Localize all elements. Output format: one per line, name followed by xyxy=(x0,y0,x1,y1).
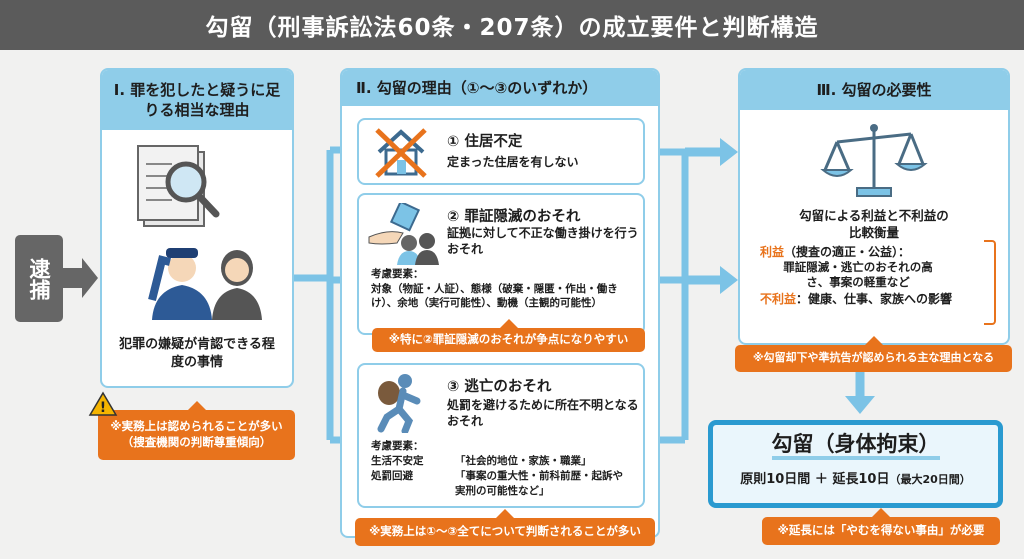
factors-text: 対象（物証・人証）、態様（破棄・隠匿・作出・働きけ）、余地（実行可能性）、動機（… xyxy=(371,282,618,310)
factor-value: 「事案の重大性・前科前歴・起訴や実刑の可能性など」 xyxy=(455,470,623,497)
column-header: Ⅲ. 勾留の必要性 xyxy=(740,70,1008,110)
result-title: 勾留（身体拘束） xyxy=(771,432,940,461)
reason-description: 証拠に対して不正な働き掛けを行うおそれ xyxy=(447,226,639,257)
factor-label: 生活不安定 xyxy=(371,455,424,467)
reason-title: ① 住居不定 xyxy=(447,134,523,150)
factors-label: 考慮要素： xyxy=(371,268,424,280)
arrest-arrow xyxy=(63,258,98,298)
result-period: 原則10日間 ＋ 延長10日 xyxy=(740,472,890,488)
column-necessity: Ⅲ. 勾留の必要性 勾留による利益と不利益の比較衡量 利益（捜査の適正・公益）：… xyxy=(738,68,1010,345)
detention-result: 勾留（身体拘束） 原則10日間 ＋ 延長10日（最大20日間） xyxy=(708,420,1003,508)
benefit-text: 罪証隠滅・逃亡のおそれの高さ、事案の軽重など xyxy=(783,259,933,290)
factor-value: 「社会的地位・家族・職業」 xyxy=(455,455,592,467)
page-title: 勾留（刑事訴訟法60条・207条）の成立要件と判断構造 xyxy=(0,0,1024,50)
reason2-note: ※特に②罪証隠滅のおそれが争点になりやすい xyxy=(372,319,645,352)
scales-icon xyxy=(820,124,928,197)
note-text: ※実務上は認められることが多い xyxy=(110,419,283,434)
bracket xyxy=(984,240,996,325)
note-text: （捜査機関の判断尊重傾向） xyxy=(121,435,272,449)
reason-title: ② 罪証隠滅のおそれ xyxy=(447,209,581,225)
benefit-sub: （捜査の適正・公益）： xyxy=(784,244,911,259)
house-crossed-icon xyxy=(375,128,427,178)
reason-description: 処罰を避けるために所在不明となるおそれ xyxy=(447,398,639,429)
probable-cause-description: 犯罪の嫌疑が肯認できる程度の事情 xyxy=(119,337,275,370)
svg-text:!: ! xyxy=(100,400,106,416)
document-search-icon xyxy=(137,145,262,320)
result-max: （最大20日間） xyxy=(889,473,971,487)
column-probable-cause: Ⅰ. 罪を犯したと疑うに足りる相当な理由 犯罪の嫌疑が肯認できる程度の事情 xyxy=(100,68,294,388)
col1-note: ※実務上は認められることが多い （捜査機関の判断尊重傾向） xyxy=(98,401,295,460)
column-header: Ⅰ. 罪を犯したと疑うに足りる相当な理由 xyxy=(102,70,292,130)
reason-no-residence: ① 住居不定 定まった住居を有しない xyxy=(357,118,645,185)
warning-icon: ! xyxy=(88,391,118,416)
detriment-text: ：健康、仕事、家族への影響 xyxy=(796,291,953,306)
woman-icon xyxy=(212,250,262,320)
evidence-tampering-icon xyxy=(368,203,439,265)
result-note: ※延長には「やむを得ない事由」が必要 xyxy=(762,508,1000,545)
reason-flight-risk: ③ 逃亡のおそれ 処罰を避けるために所在不明となるおそれ 考慮要素： 生活不安定… xyxy=(357,363,645,508)
arrest-box: 逮捕 xyxy=(15,235,63,322)
reason-description: 定まった住居を有しない xyxy=(447,155,579,169)
reason-evidence-destruction: ② 罪証隠滅のおそれ 証拠に対して不正な働き掛けを行うおそれ 考慮要素： 対象（… xyxy=(357,193,645,335)
benefit-label: 利益 xyxy=(760,244,785,259)
running-person-icon xyxy=(377,374,421,433)
police-officer-icon xyxy=(148,248,212,320)
reason-title: ③ 逃亡のおそれ xyxy=(447,379,552,395)
column-header: Ⅱ. 勾留の理由（①〜③のいずれか） xyxy=(342,70,658,106)
balancing-lead: 勾留による利益と不利益の比較衡量 xyxy=(799,208,949,240)
detriment-label: 不利益 xyxy=(760,291,797,306)
col3-note: ※勾留却下や準抗告が認められる主な理由となる xyxy=(735,336,1012,372)
col2-note: ※実務上は①〜③全てについて判断されることが多い xyxy=(355,509,655,546)
factor-label: 処罰回避 xyxy=(371,470,413,482)
factors: 考慮要素： 対象（物証・人証）、態様（破棄・隠匿・作出・働きけ）、余地（実行可能… xyxy=(371,267,641,311)
factors-label: 考慮要素： xyxy=(371,440,424,452)
